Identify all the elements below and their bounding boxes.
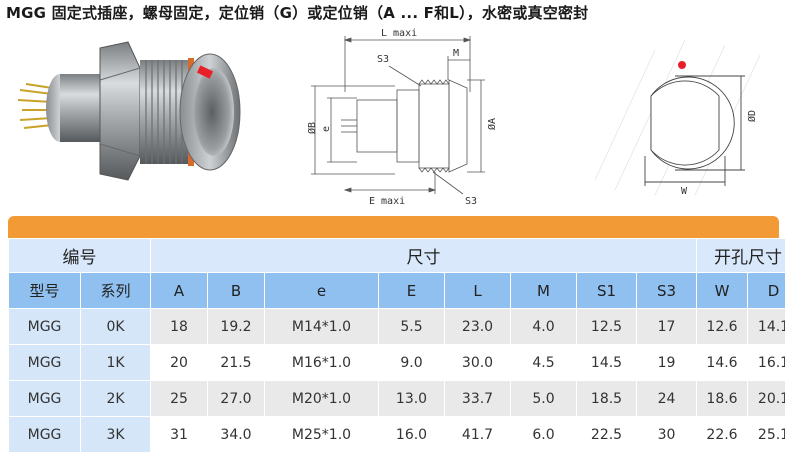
dim-label-b: ØB (306, 122, 318, 134)
dim-label-l: L maxi (381, 28, 417, 39)
col-header-b: B (208, 273, 265, 309)
col-header-model: 型号 (9, 273, 81, 309)
cell-m: 5.0 (511, 381, 577, 417)
cell-s1: 22.5 (577, 417, 637, 453)
cell-m: 6.0 (511, 417, 577, 453)
cell-e-thread: M25*1.0 (265, 417, 379, 453)
cell-model: MGG (9, 309, 81, 345)
cell-s3: 24 (637, 381, 697, 417)
dim-label-a: ØA (486, 118, 498, 130)
cell-e-thread: M20*1.0 (265, 381, 379, 417)
cell-a: 31 (151, 417, 208, 453)
cell-m: 4.0 (511, 309, 577, 345)
cell-s3: 17 (637, 309, 697, 345)
cell-model: MGG (9, 345, 81, 381)
cell-s1: 12.5 (577, 309, 637, 345)
cell-s3: 19 (637, 345, 697, 381)
cutout-label-d: ØD (746, 110, 758, 122)
cell-b: 21.5 (208, 345, 265, 381)
panel-cutout-drawing: ØD W (585, 30, 785, 210)
cell-a: 25 (151, 381, 208, 417)
cell-series: 2K (81, 381, 151, 417)
cell-a: 18 (151, 309, 208, 345)
cell-s1: 14.5 (577, 345, 637, 381)
group-header-row: 编号 尺寸 开孔尺寸 (9, 239, 785, 273)
cell-e: 16.0 (379, 417, 445, 453)
cell-d: 25.1 (748, 417, 785, 453)
col-header-w: W (697, 273, 748, 309)
table-top-bar (8, 216, 779, 238)
cell-l: 23.0 (445, 309, 511, 345)
cell-d: 20.1 (748, 381, 785, 417)
table-row: MGG 2K 25 27.0 M20*1.0 13.0 33.7 5.0 18.… (9, 381, 785, 417)
col-header-d: D (748, 273, 785, 309)
col-header-s1: S1 (577, 273, 637, 309)
cell-l: 30.0 (445, 345, 511, 381)
cell-d: 16.1 (748, 345, 785, 381)
dim-label-e: e (321, 126, 332, 132)
connector-photo (0, 28, 270, 208)
cell-a: 20 (151, 345, 208, 381)
table-row: MGG 0K 18 19.2 M14*1.0 5.5 23.0 4.0 12.5… (9, 309, 785, 345)
cell-series: 1K (81, 345, 151, 381)
col-header-s3: S3 (637, 273, 697, 309)
cell-d: 14.1 (748, 309, 785, 345)
col-header-series: 系列 (81, 273, 151, 309)
cell-l: 33.7 (445, 381, 511, 417)
cell-e: 5.5 (379, 309, 445, 345)
cell-w: 18.6 (697, 381, 748, 417)
technical-drawing: L maxi M S3 ØB e ØA E maxi S3 (285, 22, 510, 212)
cell-w: 14.6 (697, 345, 748, 381)
group-header-code: 编号 (9, 239, 151, 273)
col-header-e: E (379, 273, 445, 309)
cutout-label-w: W (681, 186, 688, 197)
column-header-row: 型号 系列 A B e E L M S1 S3 W D (9, 273, 785, 309)
orientation-dot (678, 61, 686, 69)
table-row: MGG 3K 31 34.0 M25*1.0 16.0 41.7 6.0 22.… (9, 417, 785, 453)
dim-label-s3-bottom: S3 (465, 196, 477, 207)
cell-series: 0K (81, 309, 151, 345)
cell-e: 9.0 (379, 345, 445, 381)
dim-label-m: M (453, 48, 459, 59)
cell-s1: 18.5 (577, 381, 637, 417)
cell-e-thread: M16*1.0 (265, 345, 379, 381)
dim-label-s3-top: S3 (377, 54, 389, 65)
cell-b: 27.0 (208, 381, 265, 417)
page-title: MGG 固定式插座，螺母固定，定位销（G）或定位销（A ... F和L），水密或… (6, 2, 588, 23)
col-header-l: L (445, 273, 511, 309)
cell-s3: 30 (637, 417, 697, 453)
cell-l: 41.7 (445, 417, 511, 453)
dimension-table: 编号 尺寸 开孔尺寸 型号 系列 A B e E L M S1 S3 W D M… (8, 216, 779, 453)
col-header-m: M (511, 273, 577, 309)
col-header-a: A (151, 273, 208, 309)
cell-w: 12.6 (697, 309, 748, 345)
table-row: MGG 1K 20 21.5 M16*1.0 9.0 30.0 4.5 14.5… (9, 345, 785, 381)
group-header-size: 尺寸 (151, 239, 697, 273)
cell-b: 34.0 (208, 417, 265, 453)
cell-model: MGG (9, 381, 81, 417)
col-header-e-thread: e (265, 273, 379, 309)
cell-series: 3K (81, 417, 151, 453)
cell-e: 13.0 (379, 381, 445, 417)
cell-w: 22.6 (697, 417, 748, 453)
cell-e-thread: M14*1.0 (265, 309, 379, 345)
cell-b: 19.2 (208, 309, 265, 345)
cell-model: MGG (9, 417, 81, 453)
group-header-hole: 开孔尺寸 (697, 239, 785, 273)
dim-label-e-maxi: E maxi (369, 196, 405, 207)
cell-m: 4.5 (511, 345, 577, 381)
